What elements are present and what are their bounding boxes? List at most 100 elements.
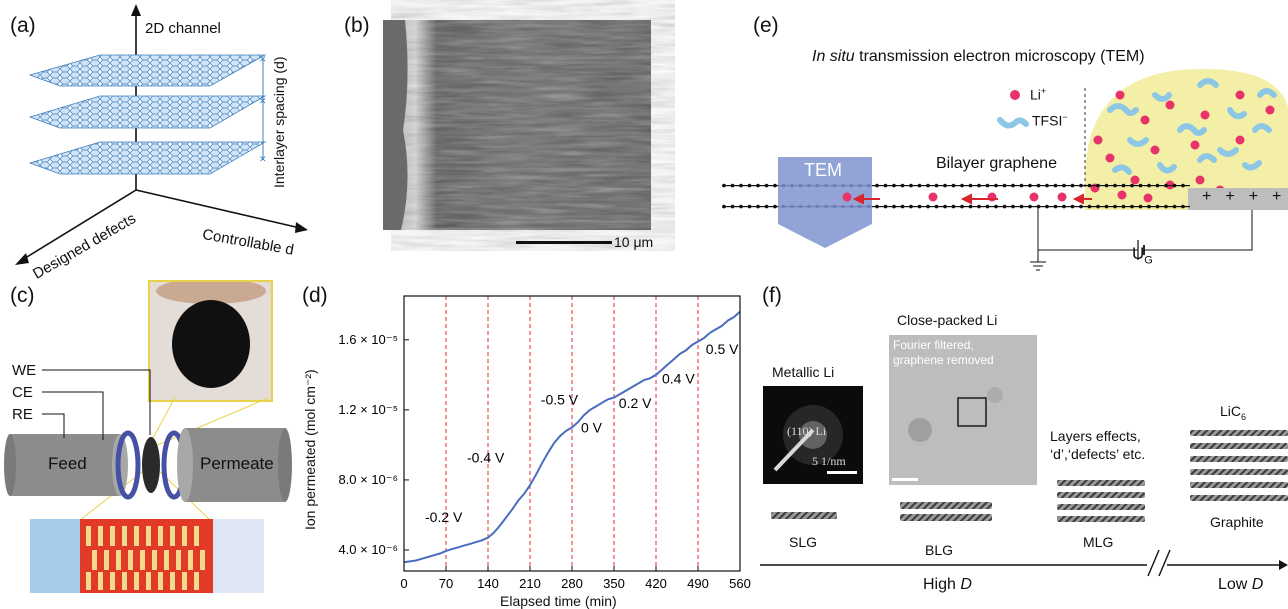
axis-z-label: 2D channel: [145, 20, 221, 37]
staging-schematic: [760, 335, 1288, 577]
x-tick-label: 140: [477, 576, 499, 591]
graphene-atom: [722, 204, 726, 209]
graphene-atom: [1062, 183, 1066, 188]
y-axis-label: Ion permeated (mol cm⁻²): [302, 369, 318, 530]
graphene-atom: [1011, 183, 1015, 188]
graphite-label: Graphite: [1210, 514, 1264, 530]
graphene-atom: [943, 183, 947, 188]
layers-effects-label-2: ‘d’,‘defects’ etc.: [1050, 446, 1146, 462]
permeate-label: Permeate: [200, 454, 274, 473]
graphene-atom: [1164, 204, 1168, 209]
graphene-atom: [1011, 204, 1015, 209]
graphene-atom: [892, 204, 896, 209]
graphene-atom: [1121, 183, 1126, 188]
graphene-atom: [1113, 204, 1117, 209]
x-tick-label: 420: [645, 576, 667, 591]
graphene-atom: [1045, 183, 1049, 188]
membrane-disc: [142, 437, 160, 493]
x-axis-label: Elapsed time (min): [500, 593, 617, 609]
close-packed-li-label: Close-packed Li: [897, 312, 998, 328]
graphene-atom: [1053, 204, 1058, 209]
graphene-atom: [968, 204, 973, 209]
graphene-atom: [977, 204, 981, 209]
scale-bar: [516, 241, 612, 244]
graphene-atom: [1138, 183, 1143, 188]
x-tick-label: 70: [439, 576, 453, 591]
graphene-atom: [1087, 183, 1092, 188]
panel-f: Metallic Li (110) Li 5 1/nm Close-packed…: [755, 280, 1288, 609]
o-ring-left: [115, 430, 141, 500]
layered-membrane-schematic: ✕ ✕ ✕: [15, 4, 308, 265]
graphene-atom: [1104, 204, 1109, 209]
graphene-atom: [747, 183, 752, 188]
graphene-atom: [1181, 183, 1185, 188]
graphene-atom: [1002, 204, 1007, 209]
graphene-atom: [994, 183, 998, 188]
plot-frame: [403, 295, 741, 572]
li-legend-marker: [1010, 90, 1020, 100]
diffraction-scale-label: 5 1/nm: [812, 454, 846, 468]
voltage-annotation: 0 V: [581, 420, 603, 436]
panel-b: 10 μm: [383, 20, 653, 250]
panel-label-d: (d): [302, 284, 328, 307]
graphene-atom: [968, 183, 973, 188]
graphene-atom: [909, 183, 913, 188]
re-label: RE: [12, 406, 33, 423]
panel-c: WE CE RE Feed Permeate: [0, 280, 300, 600]
graphene-atom: [730, 204, 735, 209]
graphene-atom: [739, 183, 743, 188]
graphene-atom: [756, 204, 760, 209]
graphene-atom: [1155, 204, 1160, 209]
graphene-layer-1: [28, 54, 267, 87]
graphene-atom: [909, 204, 913, 209]
high-d-label: High D: [923, 576, 972, 593]
graphene-atom: [773, 204, 777, 209]
graphene-atom: [875, 183, 879, 188]
feed-tube: [10, 434, 120, 496]
graphene-atom: [1113, 183, 1117, 188]
mlg-label: MLG: [1083, 534, 1114, 550]
graphene-atom: [1036, 204, 1041, 209]
panel-label-a: (a): [10, 14, 36, 37]
graphene-atom: [1121, 204, 1126, 209]
svg-text:✕: ✕: [259, 54, 267, 64]
fourier-note-1: Fourier filtered,: [893, 338, 974, 352]
cell-schematic: [4, 369, 292, 593]
graphene-atom: [1019, 204, 1024, 209]
graphene-atom: [994, 204, 998, 209]
tem-beam-block: [778, 157, 872, 248]
graphene-atom: [900, 183, 905, 188]
scale-bar-label: 10 μm: [614, 234, 654, 250]
graphene-atom: [1181, 204, 1185, 209]
tfsi-legend-marker: [997, 117, 1029, 129]
graphene-atom: [985, 183, 990, 188]
graphene-atom: [926, 183, 930, 188]
panel-a: ✕ ✕ ✕ 2D channel Controllable d Designed…: [0, 0, 330, 290]
gate-plus-signs: ++++: [1202, 188, 1281, 205]
y-tick-label: 4.0 × 10⁻⁶: [338, 542, 398, 557]
gate-electrode: [1188, 188, 1288, 210]
voltage-annotation: 0.2 V: [619, 395, 652, 411]
tfsi-legend-label: TFSI−: [1032, 112, 1068, 129]
in-situ-tem-schematic: [722, 69, 1288, 271]
graphene-atom: [1053, 183, 1058, 188]
graphene-atom: [1079, 183, 1083, 188]
x-tick-label: 490: [687, 576, 709, 591]
blg-label: BLG: [925, 542, 954, 558]
graphene-atom: [756, 183, 760, 188]
we-label: WE: [12, 362, 37, 379]
fourier-note-2: graphene removed: [893, 353, 994, 367]
graphene-atom: [1062, 204, 1066, 209]
graphene-atom: [1087, 204, 1092, 209]
panel-label-b: (b): [344, 14, 370, 37]
tem-title: In situ transmission electron microscopy…: [812, 48, 1145, 65]
feed-label: Feed: [48, 454, 87, 473]
ce-label: CE: [12, 384, 33, 401]
close-packed-li-image: [889, 335, 1037, 485]
interlayer-spacing-label: Interlayer spacing (d): [271, 56, 287, 188]
feed-reservoir: [30, 519, 82, 593]
panel-label-e: (e): [753, 14, 779, 37]
diffraction-index-label: (110) Li: [787, 424, 827, 438]
graphene-atom: [917, 204, 922, 209]
